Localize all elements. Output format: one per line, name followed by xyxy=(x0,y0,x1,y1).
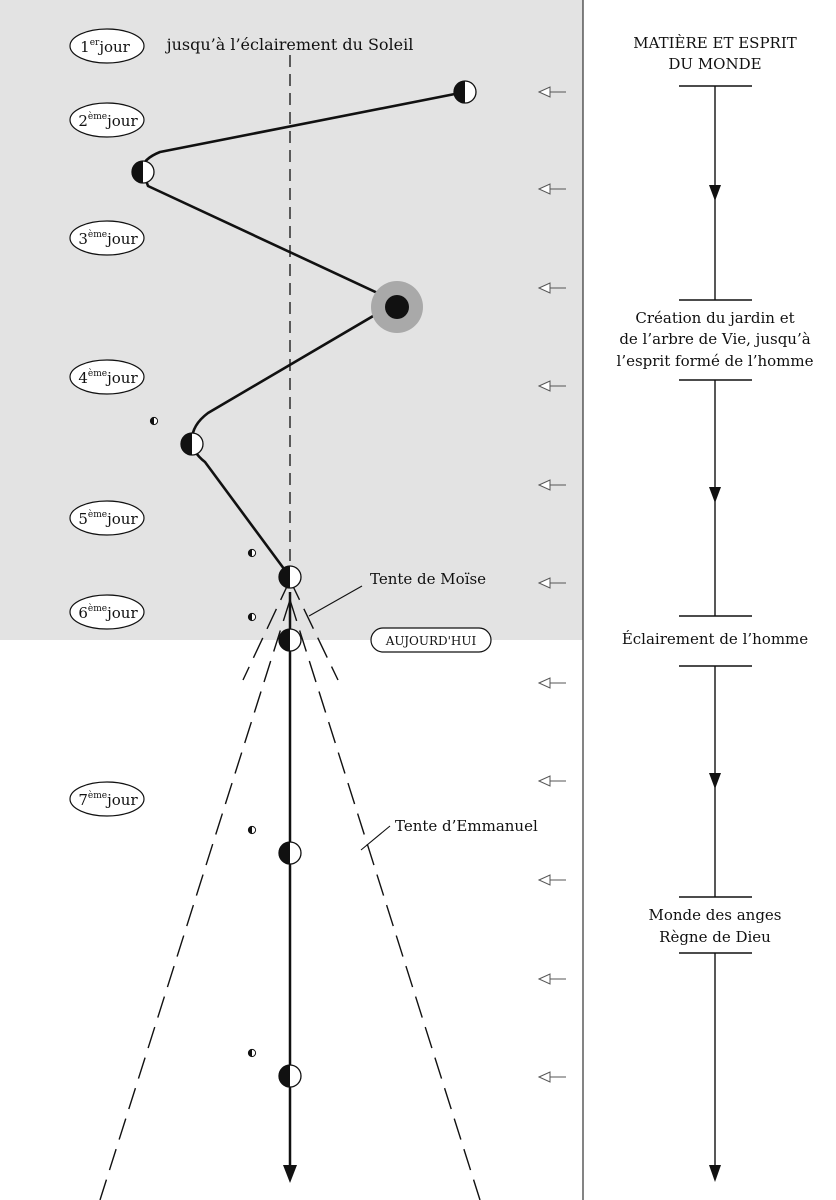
moon-node-7 xyxy=(278,1064,302,1088)
small-moon-icon xyxy=(149,416,159,426)
svg-text:2èmejour: 2èmejour xyxy=(78,111,138,130)
moon-node-5 xyxy=(278,628,302,652)
day-label-3: 3èmejour xyxy=(69,220,145,256)
svg-text:4èmejour: 4èmejour xyxy=(78,368,138,387)
stage1-line2: de l’arbre de Vie, jusqu’à xyxy=(619,330,810,348)
tent-emmanuel-label: Tente d’Emmanuel xyxy=(395,817,538,835)
outline-arrow-icons xyxy=(537,86,566,1083)
left-arrow-icon xyxy=(537,282,566,294)
stage3-line2: Règne de Dieu xyxy=(659,928,771,946)
tent-of-emmanuel-cone xyxy=(99,599,481,1200)
day-label-2: 2èmejour xyxy=(69,102,145,138)
side-title-line1: MATIÈRE ET ESPRIT xyxy=(633,34,797,52)
day-label-7: 7èmejour xyxy=(69,781,145,817)
stage1-line3: l’esprit formé de l’homme xyxy=(617,352,814,370)
left-arrow-icon xyxy=(537,86,566,98)
down-arrow-icon xyxy=(709,185,721,201)
small-moon-icon xyxy=(247,825,257,835)
left-arrow-icon xyxy=(537,775,566,787)
left-arrow-icon xyxy=(537,380,566,392)
left-arrow-icon xyxy=(537,874,566,886)
left-arrow-icon xyxy=(537,479,566,491)
svg-text:7èmejour: 7èmejour xyxy=(78,790,138,809)
left-arrow-icon xyxy=(537,677,566,689)
svg-text:3èmejour: 3èmejour xyxy=(78,229,138,248)
left-arrow-icon xyxy=(537,577,566,589)
left-arrow-icon xyxy=(537,973,566,985)
svg-text:5èmejour: 5èmejour xyxy=(78,509,138,528)
down-arrow-icon xyxy=(709,1165,721,1182)
stage1-line1: Création du jardin et xyxy=(635,309,794,327)
tent-of-moses-cone xyxy=(242,579,339,681)
stage3-line1: Monde des anges xyxy=(648,906,781,924)
moon-node-6 xyxy=(278,841,302,865)
moon-node-4 xyxy=(278,565,302,589)
day-label-4: 4èmejour xyxy=(69,359,145,395)
tent-moses-label: Tente de Moïse xyxy=(370,570,486,588)
moon-node-2 xyxy=(131,160,155,184)
moon-node-3 xyxy=(180,432,204,456)
svg-text:6èmejour: 6èmejour xyxy=(78,603,138,622)
down-arrow-icon xyxy=(709,487,721,503)
day-label-5: 5èmejour xyxy=(69,500,145,536)
center-label: jusqu’à l’éclairement du Soleil xyxy=(165,35,414,54)
svg-text:AUJOURD'HUI: AUJOURD'HUI xyxy=(385,634,477,648)
tent-moses-leader xyxy=(308,585,363,617)
shaded-region xyxy=(0,0,583,640)
day-label-1: 1erjour xyxy=(69,28,145,64)
sun-disc xyxy=(385,295,409,319)
today-badge: AUJOURD'HUI xyxy=(370,627,492,653)
main-axis-arrowhead xyxy=(283,1165,297,1183)
svg-text:1erjour: 1erjour xyxy=(80,38,131,56)
small-moon-icon xyxy=(247,548,257,558)
tent-emmanuel-leader xyxy=(360,825,391,851)
down-arrow-icon xyxy=(709,773,721,789)
stage2-label: Éclairement de l’homme xyxy=(622,630,808,648)
small-moon-icon xyxy=(247,1048,257,1058)
left-arrow-icon xyxy=(537,1071,566,1083)
small-moon-icon xyxy=(247,612,257,622)
left-arrow-icon xyxy=(537,183,566,195)
day-label-6: 6èmejour xyxy=(69,594,145,630)
moon-node-1 xyxy=(453,80,477,104)
side-title-line2: DU MONDE xyxy=(668,55,761,73)
